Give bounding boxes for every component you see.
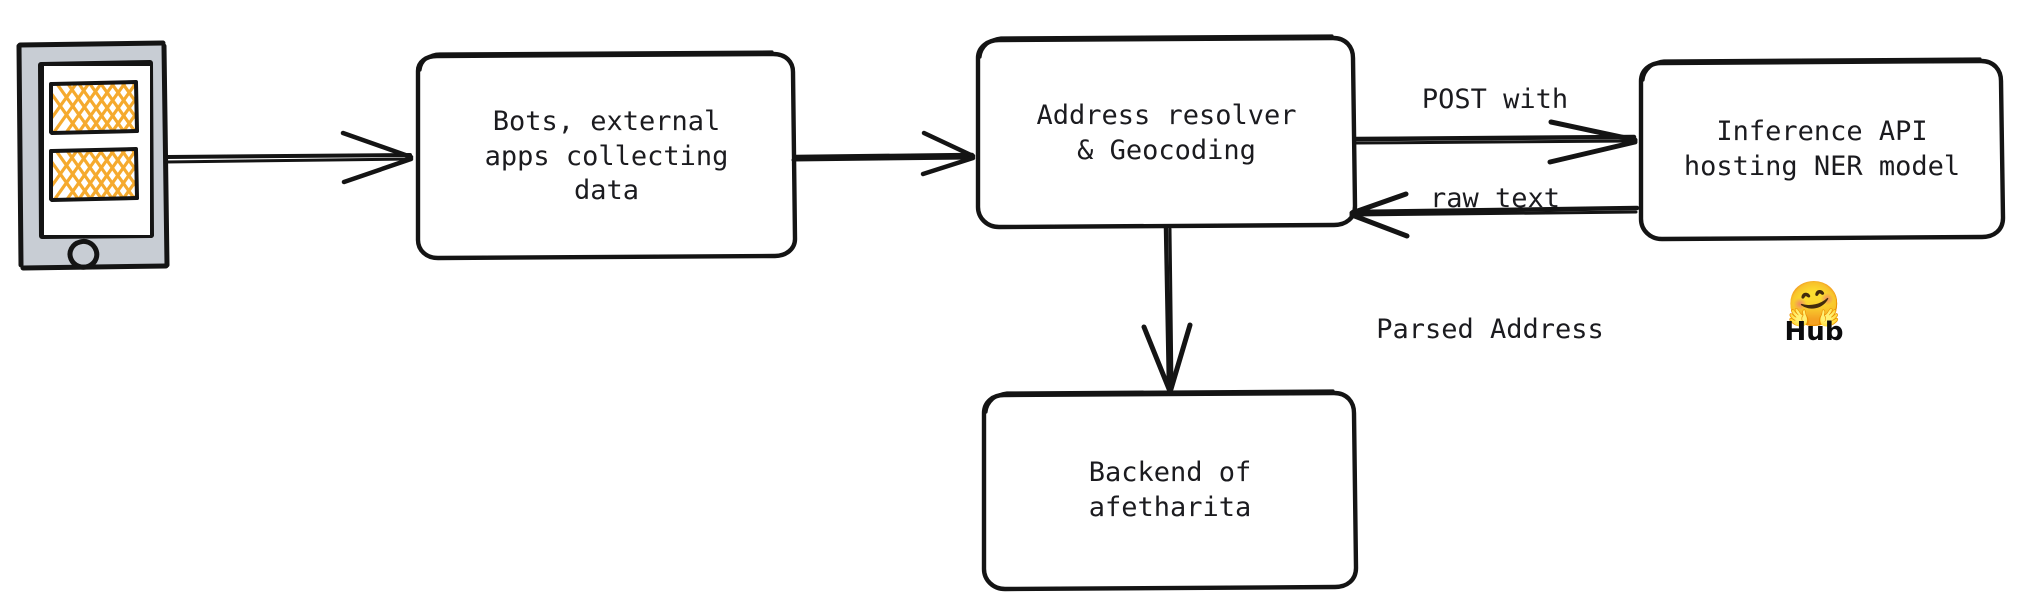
hugging-face-icon: 🤗 — [1786, 279, 1842, 330]
edge-inference-to-resolver — [1349, 191, 1640, 239]
edge-label-post-with-raw-text: POST with raw text — [1355, 18, 1635, 282]
edge-resolver-to-backend — [1141, 224, 1193, 392]
edge-device-to-bots — [163, 130, 414, 185]
edge-label-line: POST with — [1421, 83, 1569, 115]
edge-resolver-to-inference — [1353, 119, 1638, 165]
node-backend-afetharita-shape[interactable] — [981, 389, 1359, 592]
huggingface-hub-badge: 🤗 Hub — [1760, 283, 1868, 369]
mobile-device-icon — [16, 40, 170, 271]
hub-label: Hub — [1784, 317, 1844, 347]
edge-label-line: Parsed Address — [1376, 313, 1604, 345]
node-address-resolver-shape[interactable] — [975, 34, 1358, 230]
node-inference-api-shape[interactable] — [1638, 57, 2006, 242]
node-bots-external-apps-shape[interactable] — [415, 50, 798, 261]
edge-bots-to-resolver — [791, 130, 976, 177]
device-content-block-2 — [49, 147, 139, 202]
device-content-block-1 — [49, 80, 139, 135]
edge-label-line: raw text — [1429, 182, 1561, 214]
edge-label-parsed-address: Parsed Address — [1340, 248, 1640, 413]
